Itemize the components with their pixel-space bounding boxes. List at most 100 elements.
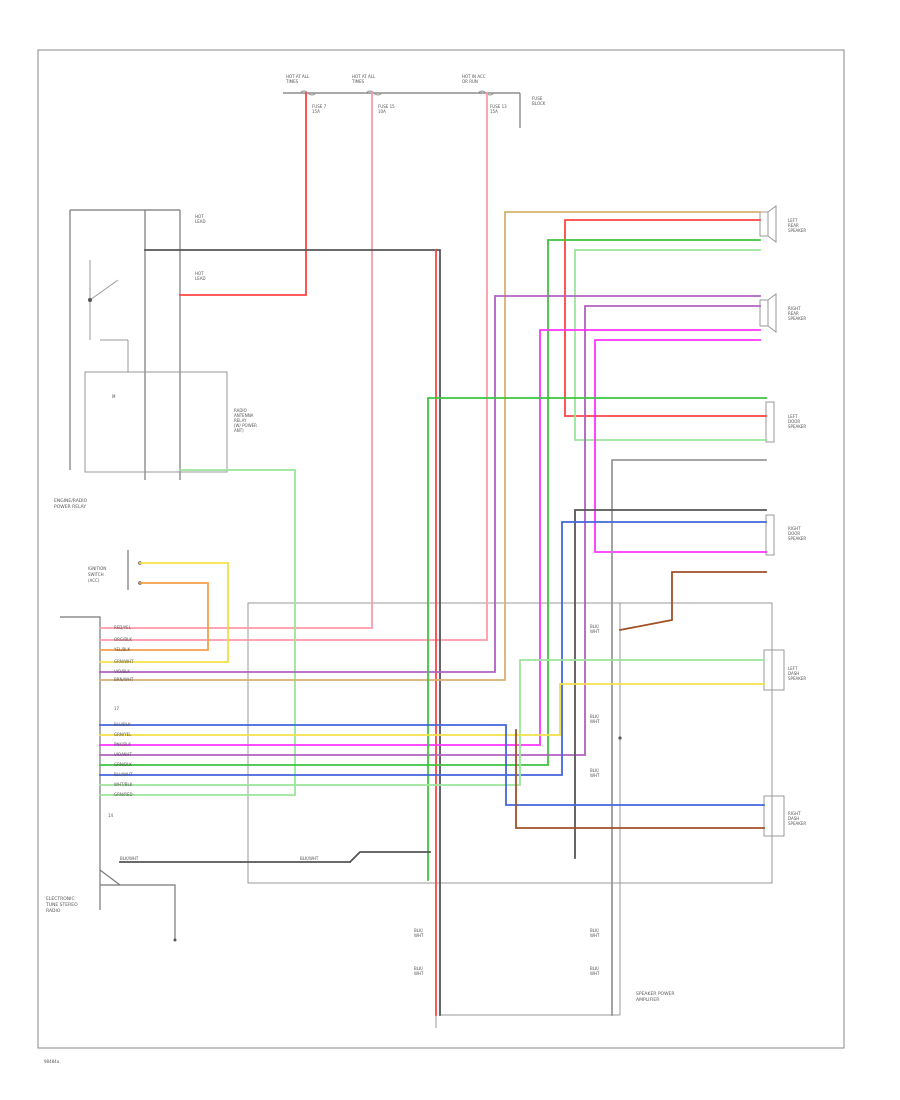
figure-code: 98484a [44, 1059, 60, 1064]
svg-text:RADIO: RADIO [46, 908, 61, 914]
right-dash-speaker: RIGHT DASH SPEAKER [763, 795, 806, 837]
svg-text:SPEAKER: SPEAKER [788, 536, 806, 541]
speaker-amplifier: BLK/ WHT BLK/ WHT BLK/ WHT BLK/ WHT BLK/… [247, 602, 773, 1028]
svg-text:RIGHT: RIGHT [788, 526, 801, 531]
svg-text:LEAD: LEAD [195, 219, 206, 224]
svg-text:LEFT: LEFT [788, 666, 798, 671]
radio-wire-tags: RED/YEL ORG/BLK YEL/BLK GRN/WHT VIO/BLK … [113, 625, 319, 861]
svg-text:OR RUN: OR RUN [462, 79, 478, 84]
svg-text:DASH: DASH [788, 816, 799, 821]
svg-text:BLK/: BLK/ [590, 928, 600, 933]
svg-text:SPEAKER: SPEAKER [788, 424, 806, 429]
wire-org-acc [99, 582, 209, 651]
svg-text:BLK/: BLK/ [590, 768, 600, 773]
svg-text:BLK/WHT: BLK/WHT [300, 856, 319, 861]
svg-text:BLK/: BLK/ [590, 624, 600, 629]
svg-text:10A: 10A [378, 109, 386, 114]
svg-text:17: 17 [114, 706, 120, 711]
svg-text:15A: 15A [490, 109, 498, 114]
svg-text:FUSE 7: FUSE 7 [312, 104, 327, 109]
wire-gry-lf [611, 459, 767, 1016]
svg-text:14: 14 [108, 813, 114, 818]
wire-vio-rf [99, 521, 767, 776]
svg-text:GRN/YEL: GRN/YEL [114, 732, 132, 737]
svg-text:TUNE STEREO: TUNE STEREO [45, 902, 78, 908]
svg-text:IGNITION: IGNITION [88, 566, 106, 571]
svg-text:BLK/: BLK/ [414, 966, 424, 971]
diagram-frame [37, 49, 845, 1049]
svg-text:VIO/WHT: VIO/WHT [114, 752, 132, 757]
svg-text:HOT: HOT [195, 214, 204, 219]
wire-yel-acc [99, 562, 229, 663]
svg-text:ANT): ANT) [234, 428, 244, 433]
radio-unit: 14 17 ELECTRONIC TUNE STEREO RADIO [45, 616, 177, 942]
svg-text:LEFT: LEFT [788, 218, 798, 223]
left-dash-speaker: LEFT DASH SPEAKER [763, 649, 806, 691]
svg-text:AMPLIFIER: AMPLIFIER [636, 997, 659, 1003]
svg-text:WHT: WHT [590, 719, 600, 724]
wire-mag-rr [99, 329, 761, 746]
fuse-1: HOT AT ALL TIMES FUSE 7 15A [285, 74, 327, 114]
svg-text:ENGINE/RADIO: ENGINE/RADIO [54, 498, 88, 504]
wire-ltgrn-lr [574, 249, 767, 441]
svg-text:WHT: WHT [590, 971, 600, 976]
svg-text:BLU/BLK: BLU/BLK [114, 722, 131, 727]
wire-blk-relay [144, 249, 441, 1016]
svg-text:BLOCK: BLOCK [532, 101, 546, 106]
wire-ltgrn-ant [99, 469, 296, 796]
svg-text:POWER RELAY: POWER RELAY [54, 504, 86, 510]
svg-text:BLK/: BLK/ [590, 714, 600, 719]
wires [99, 92, 767, 1016]
svg-text:HOT IN ACC: HOT IN ACC [462, 74, 486, 79]
wire-brn-rd [515, 729, 765, 829]
svg-text:GRN/RED: GRN/RED [114, 792, 133, 797]
svg-text:SPEAKER: SPEAKER [788, 316, 806, 321]
svg-text:15A: 15A [312, 109, 320, 114]
svg-text:HOT: HOT [195, 271, 204, 276]
svg-text:BLK/WHT: BLK/WHT [120, 856, 139, 861]
fuse-2: HOT AT ALL TIMES FUSE 15 10A [351, 74, 395, 114]
svg-text:TIMES: TIMES [285, 79, 299, 84]
svg-text:RADIO: RADIO [234, 408, 247, 413]
wire-vio-rr2 [99, 305, 761, 756]
svg-text:WHT: WHT [414, 933, 424, 938]
wire-grn-lr [99, 239, 761, 766]
wire-ltgrn-ld [99, 659, 765, 786]
wire-grn-lf [427, 397, 767, 881]
svg-text:GRN/BLK: GRN/BLK [114, 762, 132, 767]
left-rear-speaker: LEFT REAR SPEAKER [759, 205, 806, 243]
svg-text:VIO/BLK: VIO/BLK [114, 669, 130, 674]
svg-text:GRN/WHT: GRN/WHT [114, 659, 134, 664]
svg-text:BLK/: BLK/ [414, 928, 424, 933]
svg-text:SPEAKER POWER: SPEAKER POWER [636, 991, 675, 997]
wire-blu-rd [99, 724, 765, 806]
right-front-speaker: RIGHT DOOR SPEAKER [765, 514, 806, 556]
svg-text:ELECTRONIC: ELECTRONIC [46, 896, 75, 902]
svg-text:HOT AT ALL: HOT AT ALL [286, 74, 310, 79]
svg-text:RIGHT: RIGHT [788, 811, 801, 816]
svg-text:RED/YEL: RED/YEL [114, 625, 132, 630]
fuse-3: HOT IN ACC OR RUN FUSE 13 15A [462, 74, 507, 114]
svg-text:DOOR: DOOR [788, 419, 800, 424]
svg-text:WHT: WHT [590, 629, 600, 634]
svg-text:DASH: DASH [788, 671, 799, 676]
svg-text:RIGHT: RIGHT [788, 306, 801, 311]
svg-text:PNK/BLK: PNK/BLK [114, 742, 131, 747]
svg-text:M: M [112, 394, 116, 399]
fuse-block: HOT AT ALL TIMES FUSE 7 15A HOT AT ALL T… [283, 74, 546, 128]
svg-text:WHT: WHT [590, 773, 600, 778]
wire-red-lr [564, 219, 767, 417]
svg-text:BLU/WHT: BLU/WHT [114, 772, 133, 777]
svg-text:RELAY: RELAY [234, 418, 247, 423]
wire-pink-fuse15 [99, 92, 373, 629]
svg-text:FUSE 13: FUSE 13 [490, 104, 507, 109]
svg-text:SPEAKER: SPEAKER [788, 821, 806, 826]
svg-text:DOOR: DOOR [788, 531, 800, 536]
svg-text:TIMES: TIMES [351, 79, 365, 84]
svg-text:SPEAKER: SPEAKER [788, 676, 806, 681]
svg-text:REAR: REAR [788, 311, 799, 316]
left-front-speaker: LEFT DOOR SPEAKER [765, 401, 806, 443]
svg-text:(W/ POWER: (W/ POWER [234, 423, 257, 428]
svg-text:(ACC): (ACC) [88, 578, 100, 583]
wire-red-rf [618, 571, 767, 632]
